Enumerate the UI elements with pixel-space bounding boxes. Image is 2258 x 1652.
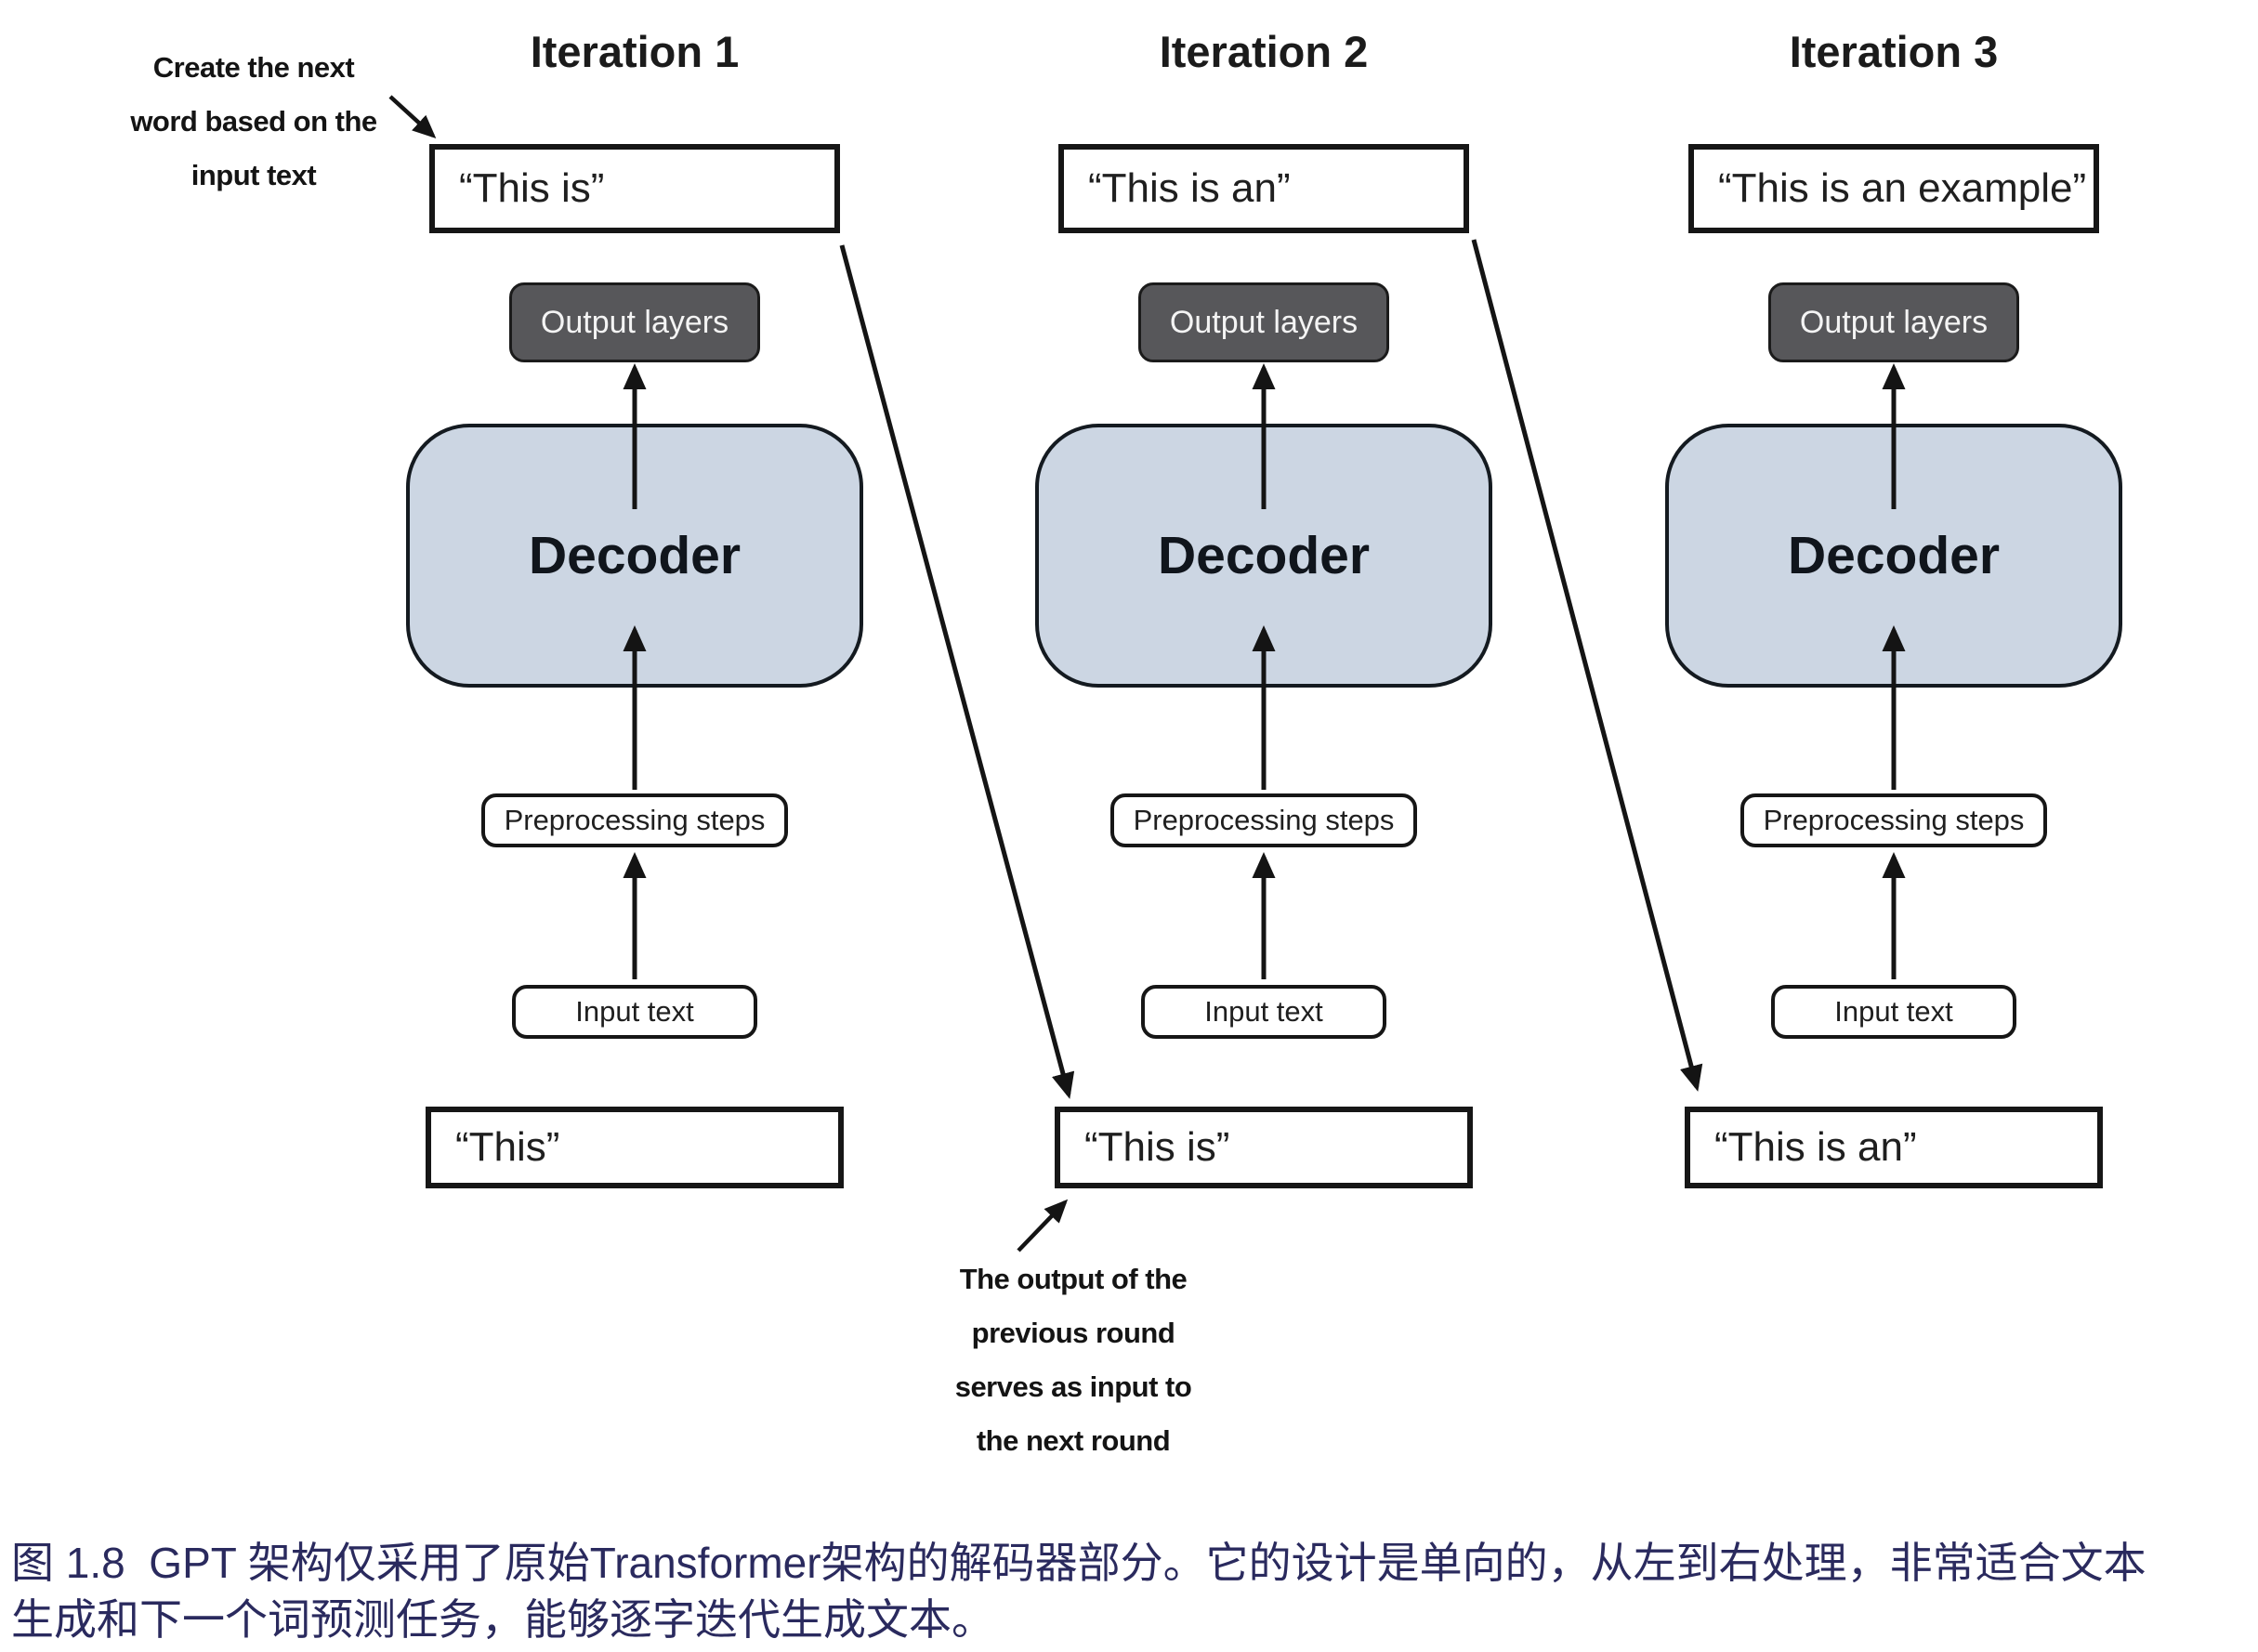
annotation-line: input text [190, 159, 317, 191]
figure-caption-line-2: 生成和下一个词预测任务，能够逐字迭代生成文本。 [11, 1595, 994, 1644]
figure-caption-line-1: 图 1.8 GPT 架构仅采用了原始Transformer架构的解码器部分。它的… [11, 1539, 2146, 1587]
iteration-1-input-quote-box: “This” [426, 1107, 844, 1188]
annotation-create-next-word: Create the next word based on the input … [112, 41, 396, 203]
iteration-3-decoder-box: Decoder [1665, 424, 2122, 688]
iteration-2-input-text-box: Input text [1141, 985, 1386, 1039]
iteration-3-input-quote-box: “This is an” [1685, 1107, 2103, 1188]
iteration-3-preprocessing-box: Preprocessing steps [1740, 793, 2047, 847]
iteration-1-input-text-box: Input text [512, 985, 757, 1039]
annotation-line: The output of the [959, 1263, 1188, 1295]
annotation-line: word based on the [130, 105, 377, 138]
iteration-2-preprocessing-box: Preprocessing steps [1110, 793, 1417, 847]
iteration-3-input-quote: “This is an” [1714, 1124, 1917, 1170]
iteration-1-input-quote: “This” [455, 1124, 560, 1170]
iteration-3-output-layers-box: Output layers [1768, 282, 2019, 362]
iteration-1-column: Iteration 1 “This is” Output layers Deco… [402, 0, 867, 1208]
iteration-3-input-text-box: Input text [1771, 985, 2016, 1039]
annotation-line: serves as input to [954, 1370, 1192, 1403]
iteration-3-column: Iteration 3 “This is an example” Output … [1661, 0, 2126, 1208]
iteration-1-decoder-box: Decoder [406, 424, 863, 688]
iteration-2-title: Iteration 2 [1159, 27, 1369, 76]
iteration-2-decoder-box: Decoder [1035, 424, 1492, 688]
iteration-3-output-text-box: “This is an example” [1688, 144, 2099, 233]
arrow-annotation-output-previous [1017, 1199, 1069, 1252]
annotation-output-previous-round: The output of the previous round serves … [934, 1252, 1213, 1468]
iteration-2-output-text: “This is an” [1088, 165, 1291, 211]
iteration-2-output-layers-box: Output layers [1138, 282, 1389, 362]
iteration-3-title: Iteration 3 [1789, 27, 1999, 76]
iteration-2-column: Iteration 2 “This is an” Output layers D… [1031, 0, 1496, 1208]
iteration-1-output-layers-box: Output layers [509, 282, 760, 362]
iteration-1-preprocessing-box: Preprocessing steps [481, 793, 788, 847]
annotation-line: the next round [976, 1424, 1171, 1457]
annotation-line: Create the next [152, 51, 355, 84]
iteration-1-output-text-box: “This is” [429, 144, 840, 233]
iteration-1-title: Iteration 1 [530, 27, 740, 76]
annotation-line: previous round [971, 1317, 1175, 1349]
iteration-2-input-quote: “This is” [1084, 1124, 1230, 1170]
figure-caption: 图 1.8 GPT 架构仅采用了原始Transformer架构的解码器部分。它的… [11, 1535, 2249, 1648]
iteration-2-output-text-box: “This is an” [1058, 144, 1469, 233]
iteration-1-output-text: “This is” [459, 165, 605, 211]
iteration-3-output-text: “This is an example” [1718, 165, 2087, 211]
iteration-2-input-quote-box: “This is” [1055, 1107, 1473, 1188]
